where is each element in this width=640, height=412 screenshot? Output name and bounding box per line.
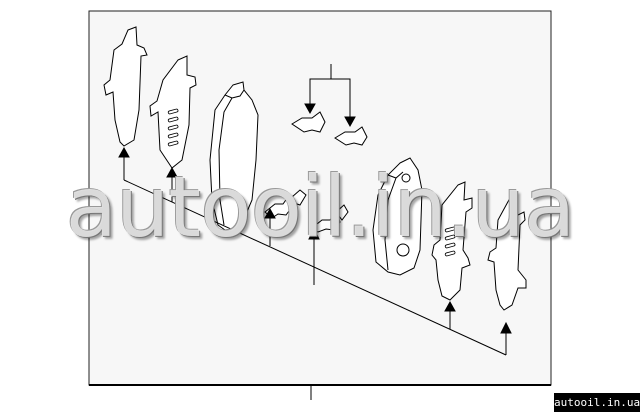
clip-lower-4 — [335, 204, 349, 221]
clip-upper-2 — [334, 126, 368, 146]
diagram-frame — [88, 10, 552, 386]
site-badge: autooil.in.ua — [554, 393, 640, 412]
arrow-icon — [444, 300, 456, 312]
callout-diagonal-line — [123, 179, 507, 356]
arrow-icon — [500, 321, 512, 334]
arrow-icon — [166, 166, 178, 178]
shim-slots-left — [167, 108, 179, 147]
inner-shim-right — [431, 181, 473, 301]
arrow-icon — [118, 146, 130, 158]
shim-slots-right — [444, 226, 456, 257]
outer-shim-right — [487, 195, 527, 311]
clip-lower-3 — [311, 210, 341, 233]
arrow-icon — [344, 116, 356, 128]
brake-pad-left — [209, 81, 259, 231]
callout-bracket-clips — [309, 78, 351, 120]
outer-shim-left — [103, 26, 148, 147]
clip-lower-2 — [291, 189, 307, 206]
arrow-icon — [308, 227, 320, 240]
arrow-icon — [304, 103, 316, 115]
clip-upper-1 — [291, 111, 326, 133]
arrow-icon — [264, 207, 276, 219]
